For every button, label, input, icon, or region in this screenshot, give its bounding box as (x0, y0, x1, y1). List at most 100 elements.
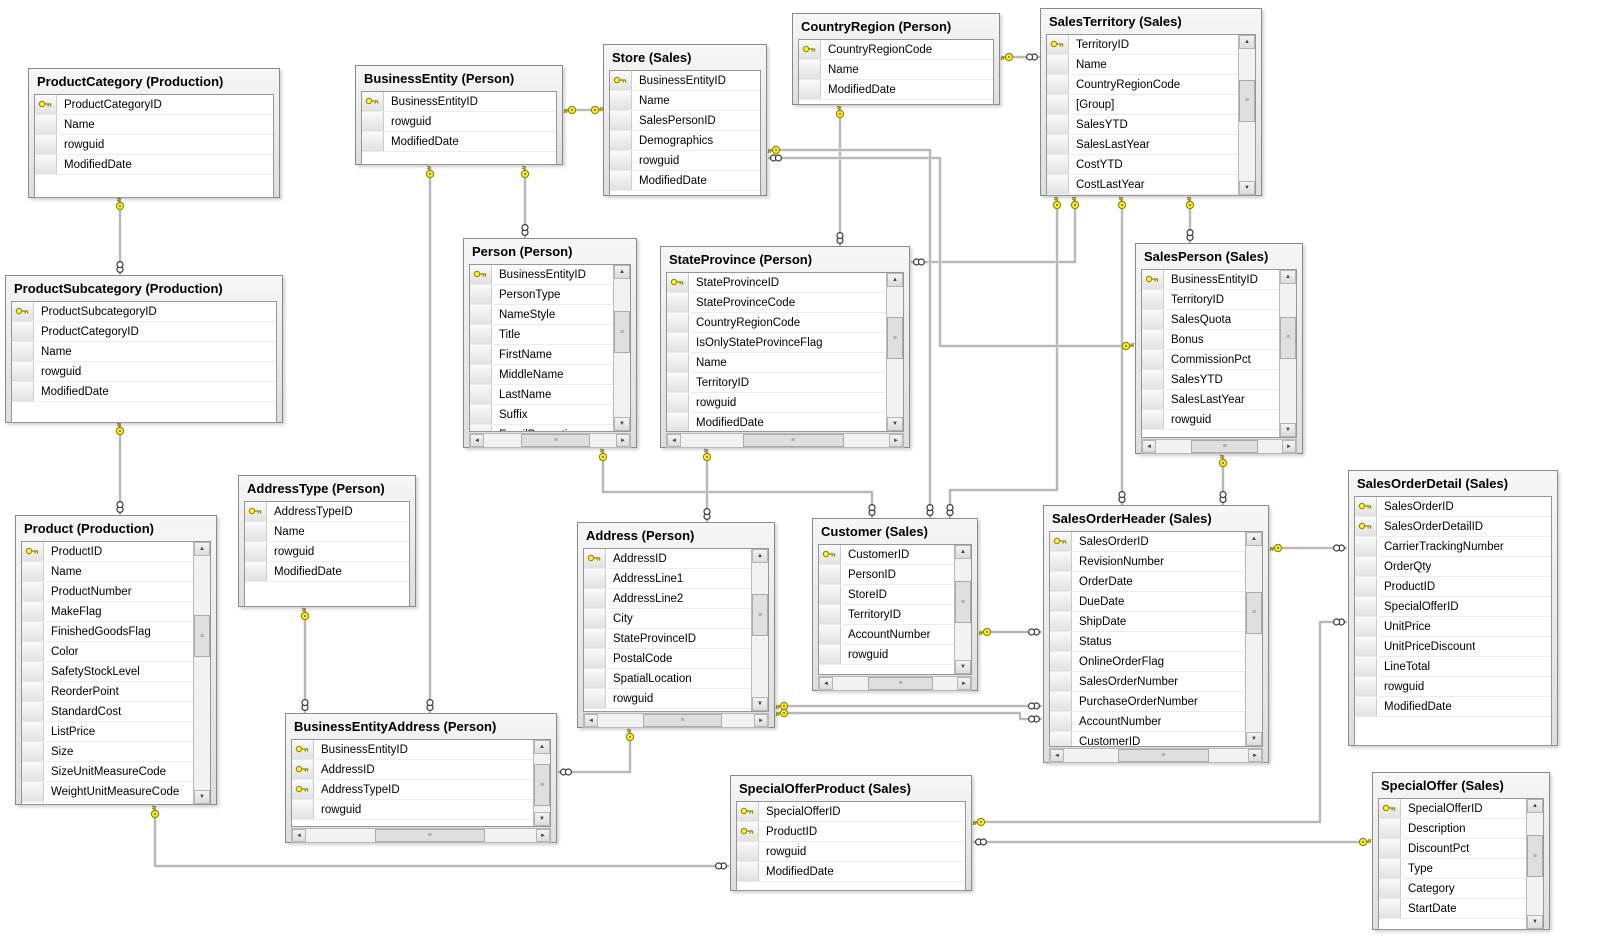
vertical-scrollbar[interactable]: ▲≡▼ (1238, 35, 1255, 195)
column-row[interactable]: ProductCategoryID (12, 322, 276, 342)
scroll-left-button[interactable]: ◄ (1142, 440, 1156, 453)
column-row[interactable]: SalesYTD (1047, 115, 1238, 135)
table-node-productcategory[interactable]: ProductCategory (Production)ProductCateg… (28, 68, 280, 198)
row-selector-cell[interactable] (610, 91, 632, 110)
column-row[interactable]: FinishedGoodsFlag (22, 622, 193, 642)
primary-key-cell[interactable] (22, 542, 44, 561)
row-selector-cell[interactable] (22, 702, 44, 721)
column-row[interactable]: SalesOrderID (1050, 532, 1245, 552)
vertical-scrollbar[interactable]: ▲≡▼ (533, 740, 550, 826)
column-row[interactable]: SpecialOfferID (737, 802, 965, 822)
relationship-connector[interactable] (598, 448, 876, 518)
scroll-down-button[interactable]: ▼ (614, 417, 630, 431)
column-row[interactable]: EmailPromotion (470, 425, 613, 431)
primary-key-cell[interactable] (737, 822, 759, 841)
column-row[interactable]: rowguid (1355, 677, 1551, 697)
column-row[interactable]: Category (1379, 879, 1526, 899)
column-row[interactable]: SalesQuota (1142, 310, 1279, 330)
row-selector-cell[interactable] (470, 405, 492, 424)
column-row[interactable]: PersonID (819, 565, 954, 585)
relationship-connector[interactable] (563, 105, 604, 115)
row-selector-cell[interactable] (667, 353, 689, 372)
vertical-scroll-thumb[interactable]: ≡ (752, 594, 768, 637)
vertical-scrollbar[interactable]: ▲≡▼ (1526, 799, 1543, 929)
column-row[interactable]: ProductID (1355, 577, 1551, 597)
row-selector-cell[interactable] (470, 345, 492, 364)
vertical-scroll-thumb[interactable]: ≡ (1280, 316, 1296, 359)
column-row[interactable]: rowguid (245, 542, 409, 562)
horizontal-scrollbar[interactable]: ◄≡► (1141, 439, 1297, 454)
row-selector-cell[interactable] (610, 171, 632, 190)
horizontal-scroll-thumb[interactable]: ≡ (742, 434, 844, 447)
column-row[interactable]: ModifiedDate (35, 155, 273, 175)
column-row[interactable]: ProductCategoryID (35, 95, 273, 115)
scroll-down-button[interactable]: ▼ (752, 697, 768, 711)
relationship-connector[interactable] (115, 422, 125, 515)
vertical-scrollbar[interactable]: ▲ ≡ ▼ (751, 549, 768, 711)
column-row[interactable]: Demographics (610, 131, 760, 151)
relationship-connector[interactable] (300, 607, 310, 713)
relationship-connector[interactable] (911, 196, 1080, 266)
row-selector-cell[interactable] (1355, 557, 1377, 576)
row-selector-cell[interactable] (22, 802, 44, 804)
scroll-up-button[interactable]: ▲ (752, 549, 768, 563)
table-title[interactable]: SpecialOffer (Sales) (1381, 778, 1504, 793)
table-node-productsubcategory[interactable]: ProductSubcategory (Production)ProductSu… (5, 275, 283, 423)
column-row[interactable]: BusinessEntityID (362, 92, 556, 112)
row-selector-cell[interactable] (22, 642, 44, 661)
row-selector-cell[interactable] (1355, 537, 1377, 556)
column-row[interactable]: Description (1379, 819, 1526, 839)
row-selector-cell[interactable] (12, 382, 34, 401)
scroll-up-button[interactable]: ▲ (194, 542, 210, 556)
horizontal-scroll-thumb[interactable]: ≡ (1191, 440, 1258, 453)
row-selector-cell[interactable] (1050, 672, 1072, 691)
row-selector-cell[interactable] (1050, 552, 1072, 571)
row-selector-cell[interactable] (1142, 310, 1164, 329)
column-row[interactable]: AddressLine2 (584, 589, 751, 609)
scroll-up-button[interactable]: ▲ (534, 740, 550, 754)
column-row[interactable]: CommissionPct (1142, 350, 1279, 370)
scroll-right-button[interactable]: ► (616, 434, 630, 447)
row-selector-cell[interactable] (470, 365, 492, 384)
column-row[interactable]: ModifiedDate (799, 80, 993, 100)
row-selector-cell[interactable] (22, 562, 44, 581)
vertical-scroll-thumb[interactable]: ≡ (534, 764, 550, 807)
column-row[interactable]: PurchaseOrderNumber (1050, 692, 1245, 712)
relationship-connector[interactable] (1269, 543, 1347, 553)
row-selector-cell[interactable] (22, 682, 44, 701)
column-row[interactable]: City (584, 609, 751, 629)
column-row[interactable]: CustomerID (1050, 732, 1245, 746)
row-selector-cell[interactable] (1379, 859, 1401, 878)
scroll-down-button[interactable]: ▼ (887, 417, 903, 431)
table-title[interactable]: SpecialOfferProduct (Sales) (739, 781, 911, 796)
row-selector-cell[interactable] (1142, 290, 1164, 309)
column-row[interactable]: ModifiedDate (12, 382, 276, 402)
scroll-left-button[interactable]: ◄ (292, 829, 306, 842)
scroll-down-button[interactable]: ▼ (194, 790, 210, 804)
column-row[interactable]: AccountNumber (1050, 712, 1245, 732)
row-selector-cell[interactable] (584, 649, 606, 668)
horizontal-scrollbar[interactable]: ◄≡► (469, 433, 631, 448)
row-selector-cell[interactable] (1047, 135, 1069, 154)
primary-key-cell[interactable] (667, 273, 689, 292)
primary-key-cell[interactable] (1142, 270, 1164, 289)
row-selector-cell[interactable] (22, 742, 44, 761)
row-selector-cell[interactable] (667, 373, 689, 392)
row-selector-cell[interactable] (12, 342, 34, 361)
row-selector-cell[interactable] (1379, 819, 1401, 838)
relationship-connector[interactable] (558, 728, 635, 776)
vertical-scrollbar[interactable]: ▲≡▼ (613, 265, 630, 431)
column-row[interactable]: ModifiedDate (610, 171, 760, 191)
scroll-right-button[interactable]: ► (1248, 749, 1262, 762)
column-row[interactable]: AddressID (292, 760, 533, 780)
column-row[interactable]: AddressTypeID (292, 780, 533, 800)
row-selector-cell[interactable] (1142, 350, 1164, 369)
vertical-scrollbar[interactable]: ▲≡▼ (1279, 270, 1296, 437)
column-row[interactable]: Status (1050, 632, 1245, 652)
column-row[interactable]: Name (1047, 55, 1238, 75)
column-row[interactable]: CountryRegionCode (1047, 75, 1238, 95)
